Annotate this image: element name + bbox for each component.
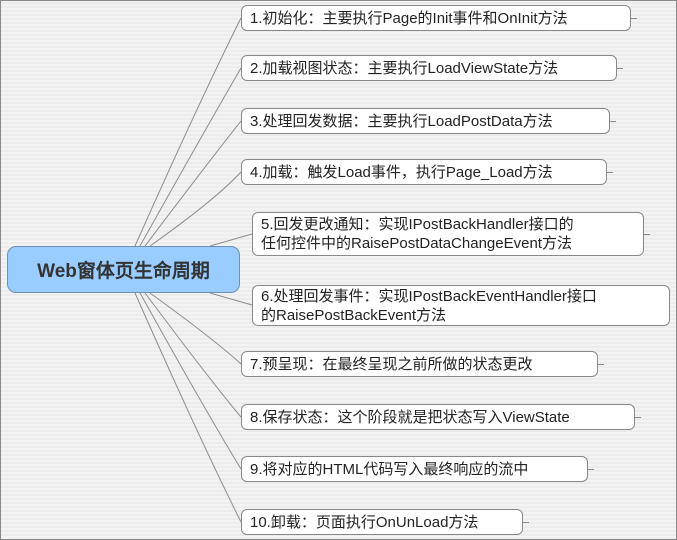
connector-3	[144, 120, 242, 247]
step-node-1[interactable]: 1.初始化：主要执行Page的Init事件和OnInit方法	[241, 5, 631, 31]
step-label-line: 6.处理回发事件：实现IPostBackEventHandler接口	[261, 288, 597, 305]
node-tick	[610, 121, 616, 122]
step-node-5[interactable]: 5.回发更改通知：实现IPostBackHandler接口的任何控件中的Rais…	[252, 212, 644, 256]
step-label-line: 的RaisePostBackEvent方法	[261, 307, 447, 324]
step-node-3[interactable]: 3.处理回发数据：主要执行LoadPostData方法	[241, 108, 610, 134]
node-tick	[635, 417, 641, 418]
step-node-9[interactable]: 9.将对应的HTML代码写入最终响应的流中	[241, 456, 588, 482]
step-label: 8.保存状态：这个阶段就是把状态写入ViewState	[250, 409, 570, 426]
root-label: Web窗体页生命周期	[37, 261, 210, 282]
step-label-line: 5.回发更改通知：实现IPostBackHandler接口的	[261, 216, 574, 233]
connector-5	[209, 233, 253, 247]
node-tick	[617, 68, 623, 69]
root-node[interactable]: Web窗体页生命周期	[7, 246, 240, 293]
connector-1	[134, 17, 242, 247]
step-node-4[interactable]: 4.加载：触发Load事件，执行Page_Load方法	[241, 159, 607, 185]
connector-2	[139, 67, 242, 247]
connector-10	[134, 292, 242, 523]
node-tick	[598, 364, 604, 365]
step-label: 4.加载：触发Load事件，执行Page_Load方法	[250, 164, 553, 181]
step-label: 9.将对应的HTML代码写入最终响应的流中	[250, 461, 529, 478]
step-node-7[interactable]: 7.预呈现：在最终呈现之前所做的状态更改	[241, 351, 598, 377]
step-label: 1.初始化：主要执行Page的Init事件和OnInit方法	[250, 10, 568, 27]
step-node-8[interactable]: 8.保存状态：这个阶段就是把状态写入ViewState	[241, 404, 635, 430]
connector-9	[139, 292, 242, 470]
node-tick	[644, 234, 650, 235]
connector-4	[149, 171, 242, 247]
step-label-line: 任何控件中的RaisePostDataChangeEvent方法	[261, 235, 572, 252]
node-tick	[523, 522, 529, 523]
step-label: 3.处理回发数据：主要执行LoadPostData方法	[250, 113, 553, 130]
node-tick	[607, 172, 613, 173]
step-node-10[interactable]: 10.卸载：页面执行OnUnLoad方法	[241, 509, 523, 535]
step-label: 10.卸载：页面执行OnUnLoad方法	[250, 514, 479, 531]
connector-8	[144, 292, 242, 418]
step-node-2[interactable]: 2.加载视图状态：主要执行LoadViewState方法	[241, 55, 617, 81]
step-label: 2.加载视图状态：主要执行LoadViewState方法	[250, 60, 559, 77]
connector-6	[209, 292, 253, 306]
step-node-6[interactable]: 6.处理回发事件：实现IPostBackEventHandler接口的Raise…	[252, 285, 670, 326]
node-tick	[588, 469, 594, 470]
step-label: 7.预呈现：在最终呈现之前所做的状态更改	[250, 356, 533, 373]
connector-7	[149, 292, 242, 365]
node-tick	[631, 18, 637, 19]
